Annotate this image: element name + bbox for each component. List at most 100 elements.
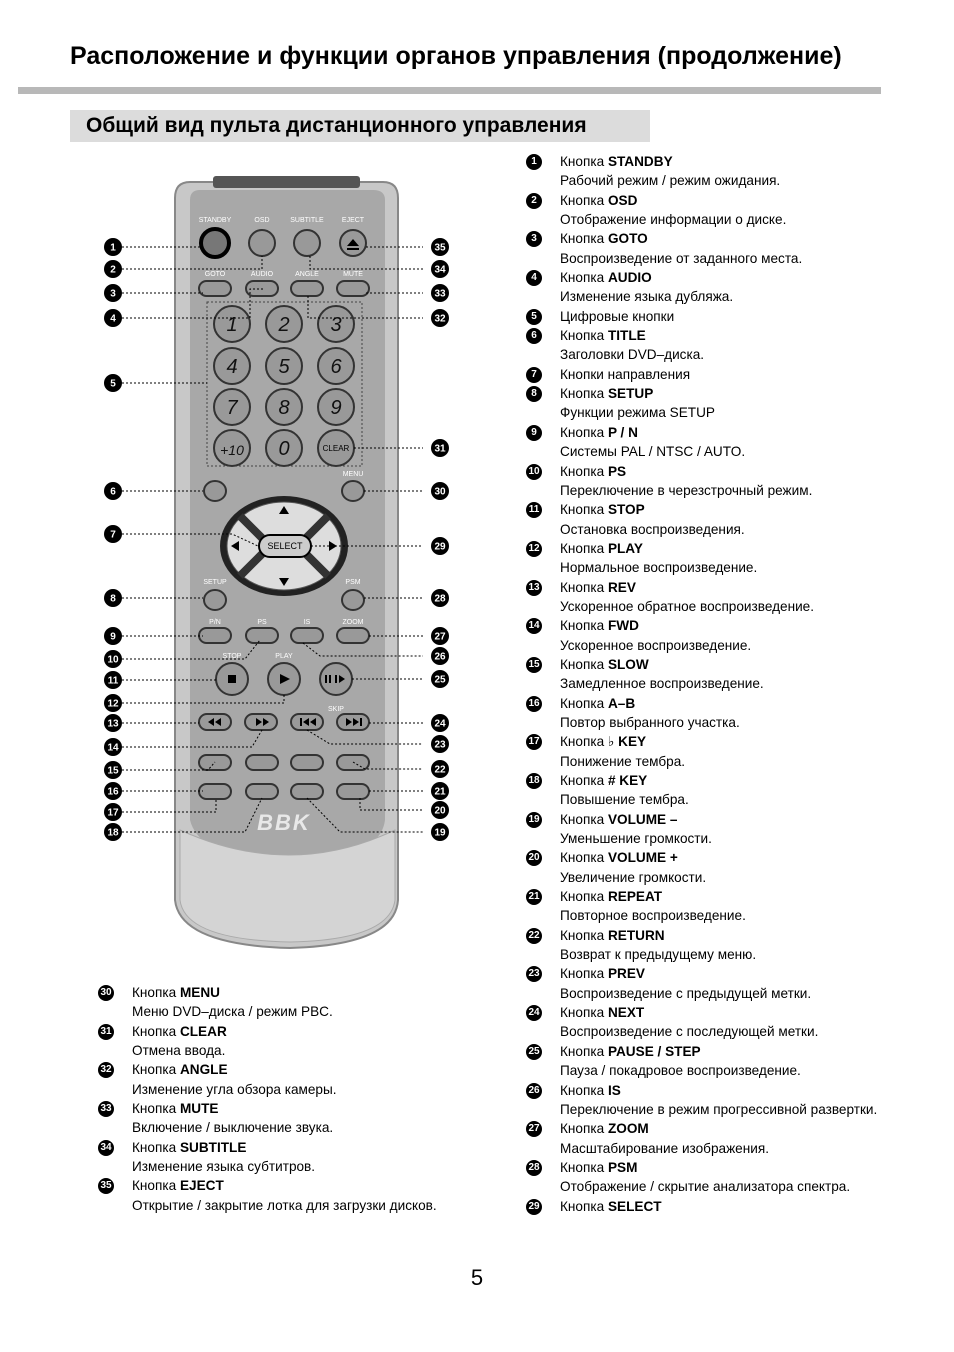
number-badge: 10	[526, 463, 542, 480]
goto-button[interactable]	[198, 280, 232, 297]
button-name: STOP	[607, 502, 645, 518]
subtitle-button[interactable]	[293, 229, 321, 257]
description-prefix: Кнопка	[132, 1139, 180, 1155]
pn-button[interactable]	[198, 627, 232, 644]
description-prefix: Кнопка	[560, 850, 608, 866]
number-badge: 1	[526, 154, 542, 170]
description-text: Уменьшение громкости.	[560, 831, 712, 847]
digit-label: 3	[330, 314, 341, 336]
description-text: Повторное воспроизведение.	[560, 908, 746, 924]
button-name: ANGLE	[179, 1062, 228, 1078]
title-button[interactable]	[203, 480, 227, 502]
callout-number: 15	[107, 766, 119, 777]
description-text: Воспроизведение с предыдущей метки.	[560, 985, 812, 1001]
callout-left-marker	[104, 374, 122, 392]
description-prefix: Кнопка	[560, 463, 608, 479]
setup-button[interactable]	[203, 589, 227, 611]
standby-button[interactable]	[199, 227, 231, 259]
number-badge: 2	[526, 192, 542, 209]
description-text: Открытие / закрытие лотка для загрузки д…	[132, 1197, 437, 1213]
callout-number: 4	[110, 314, 116, 325]
section-heading: Общий вид пульта дистанционного управлен…	[70, 110, 650, 142]
description-heading: Кнопка NEXT	[560, 1003, 877, 1022]
psm-button[interactable]	[341, 589, 365, 611]
digit-button[interactable]	[213, 429, 251, 467]
angle-button[interactable]	[290, 280, 324, 297]
description-heading: Кнопка A–B	[560, 694, 877, 713]
row2-button-label: ANGLE	[295, 271, 319, 278]
callout-right-marker	[431, 589, 449, 607]
sharp-key-button[interactable]	[245, 783, 279, 800]
callout-number: 35	[434, 243, 446, 254]
digit-button[interactable]	[213, 305, 251, 343]
callout-right-marker	[431, 439, 449, 457]
callout-number: 14	[107, 743, 119, 754]
digit-button[interactable]	[265, 347, 303, 385]
digit-button[interactable]	[265, 388, 303, 426]
digit-button[interactable]	[265, 429, 303, 467]
mute-button[interactable]	[336, 280, 370, 297]
description-text: Изменение языка дубляжа.	[560, 289, 734, 305]
description-heading: Кнопка OSD	[560, 191, 877, 210]
description-heading: Кнопка MENU	[132, 983, 437, 1002]
description-text: Отображение / скрытие анализатора спектр…	[560, 1179, 851, 1195]
volume-minus-button[interactable]	[290, 783, 324, 800]
ps-button[interactable]	[245, 627, 279, 644]
a-b-button[interactable]	[245, 754, 279, 771]
digit-button[interactable]	[317, 347, 355, 385]
left-arrow-icon[interactable]	[231, 541, 239, 551]
digit-button[interactable]	[213, 388, 251, 426]
zoom-button[interactable]	[336, 627, 370, 644]
return-button[interactable]	[290, 754, 324, 771]
description-heading: Кнопка VOLUME +	[560, 848, 877, 867]
menu-button[interactable]	[341, 480, 365, 502]
button-name: SETUP	[607, 386, 654, 402]
description-heading: Цифровые кнопки	[560, 307, 877, 326]
rev-icon	[208, 718, 221, 726]
number-badge: 20	[526, 850, 542, 867]
description-text: Понижение тембра.	[560, 753, 686, 769]
volume-plus-button[interactable]	[336, 783, 370, 800]
up-arrow-icon[interactable]	[279, 506, 289, 514]
button-name: MUTE	[179, 1101, 219, 1117]
description-text: Замедленное воспроизведение.	[560, 676, 764, 692]
digit-button[interactable]	[213, 347, 251, 385]
number-badge: 24	[526, 1005, 542, 1022]
digit-button[interactable]	[317, 305, 355, 343]
number-badge: 25	[526, 1043, 542, 1060]
callout-left-marker	[104, 823, 122, 841]
description-prefix: Кнопка	[560, 386, 608, 402]
description-prefix: Кнопка	[560, 231, 608, 247]
row2-button-label: GOTO	[205, 271, 226, 278]
description-text: Отображение информации о диске.	[560, 212, 787, 228]
description-prefix: Кнопка	[560, 1121, 608, 1137]
digit-button[interactable]	[317, 388, 355, 426]
play-label: PLAY	[275, 653, 293, 660]
number-badge: 8	[526, 386, 542, 403]
number-badge: 29	[526, 1198, 542, 1215]
digit-label: +10	[220, 442, 244, 458]
flat-key-button[interactable]	[198, 783, 232, 800]
down-arrow-icon[interactable]	[279, 578, 289, 586]
description-prefix: Кнопка	[132, 1101, 180, 1117]
digit-button[interactable]	[265, 305, 303, 343]
description-prefix: Кнопка	[560, 811, 608, 827]
callout-number: 24	[434, 719, 446, 730]
description-prefix: Кнопка	[560, 154, 608, 169]
digit-label: 5	[278, 356, 290, 378]
is-button[interactable]	[290, 627, 324, 644]
osd-button[interactable]	[248, 229, 276, 257]
callout-left-marker	[104, 627, 122, 645]
description-heading: Кнопка PLAY	[560, 539, 877, 558]
number-badge: 17	[526, 734, 542, 751]
